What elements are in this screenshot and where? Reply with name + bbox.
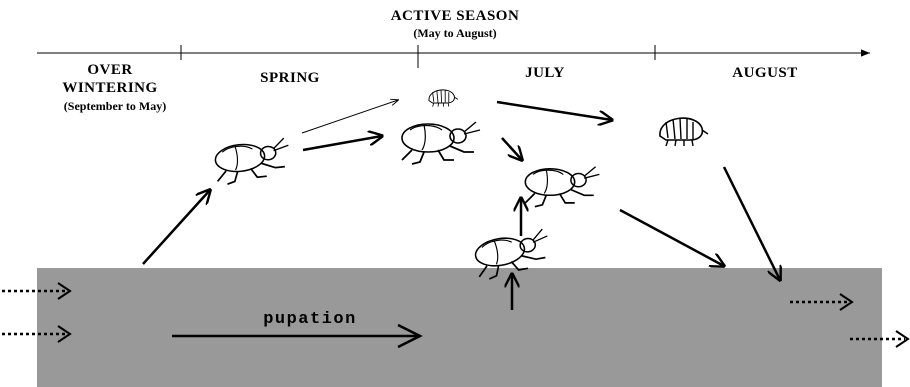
overwintering-label: OVER [40,62,180,79]
larva-icon [660,118,708,146]
lifecycle-arrow [302,100,398,133]
overwintering-range: (September to May) [40,100,190,114]
burrow-arrow [724,167,780,280]
lifecycle-arrow [303,136,382,150]
active-season-title: ACTIVE SEASON [0,8,910,25]
burrow-arrow [620,210,724,266]
overwintering-label: WINTERING [40,80,180,97]
july-label: JULY [470,65,620,82]
beetle-icon [402,122,480,164]
pupation-label: pupation [240,310,380,330]
soil-layer [37,268,882,387]
beetle-icon [525,167,599,207]
dotted-arrow-head [896,331,908,347]
august-label: AUGUST [690,65,840,82]
spring-label: SPRING [220,70,360,87]
lifecycle-arrow [497,102,612,120]
lifecycle-arrow [502,138,522,160]
beetle-icon [214,138,292,185]
active-season-range: (May to August) [0,27,910,41]
emergence-arrow [143,190,210,264]
larva-icon [429,90,458,107]
